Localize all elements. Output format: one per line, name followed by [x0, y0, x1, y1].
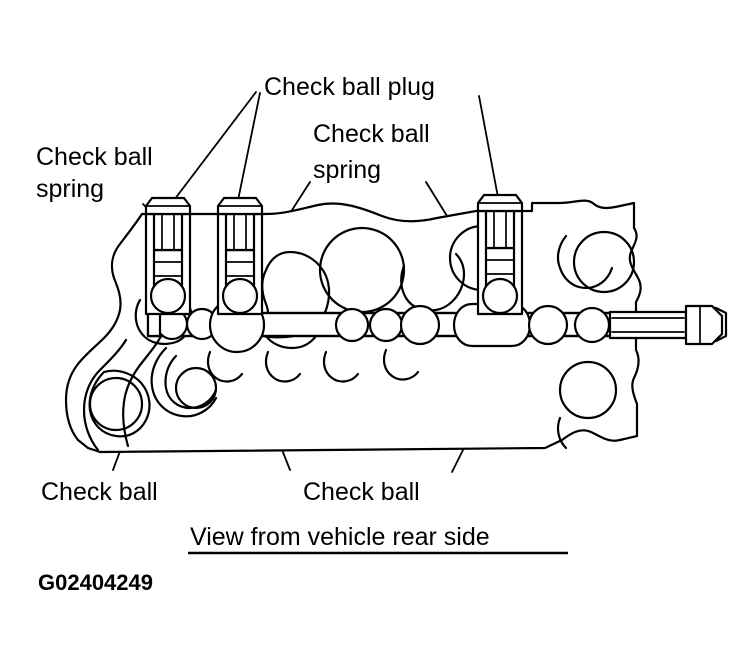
passage-center-cavity: [260, 250, 331, 339]
plug-head-right: [684, 304, 724, 346]
plug-shank-3: [484, 209, 516, 250]
label-check-ball-spring-left-line1: Check ball: [36, 143, 153, 171]
leader-check-ball-plug-b: [235, 92, 261, 211]
passage-bottom-lip-a: [206, 350, 244, 383]
passage-bottom-lip-d: [382, 348, 420, 381]
label-check-ball-lower-left: Check ball: [41, 478, 158, 506]
check-ball-1: [149, 277, 187, 315]
passage-bottom-lip-c: [322, 350, 360, 383]
check-ball-right-horizontal: [573, 306, 611, 344]
check-ball-chain-7: [527, 304, 569, 346]
check-ball-plug-assembly-3: [476, 193, 524, 316]
label-check-ball-plug: Check ball plug: [264, 73, 435, 101]
label-check-ball-spring-right-line1: Check ball: [313, 120, 430, 148]
passage-bottom-lip-b: [264, 350, 302, 383]
label-check-ball-spring-right-line2: spring: [313, 156, 381, 184]
plug-shank-2: [224, 212, 256, 252]
passage-right-lower-contour: [556, 416, 568, 450]
leader-check-ball-plug-c: [478, 95, 501, 209]
check-ball-plug-horizontal-right: [573, 304, 724, 346]
passage-center-cavity-lower-lip: [264, 334, 318, 350]
passage-lower-left-boss: [164, 354, 218, 410]
passage-left-lobe-inner: [82, 338, 128, 452]
channel-left-end: [146, 311, 162, 338]
leader-check-ball-plug-a: [164, 91, 257, 213]
callout-labels: Check ball plug Check ball spring Check …: [36, 73, 435, 506]
check-ball-chain-4: [334, 307, 370, 343]
bolt-hole-lower-mid: [174, 366, 218, 410]
figure-id: G02404249: [38, 570, 153, 595]
bolt-hole-left-lower: [88, 376, 144, 432]
caption-text: View from vehicle rear side: [190, 523, 490, 551]
check-ball-plug-assembly-2: [216, 196, 264, 316]
label-check-ball-spring-left-line2: spring: [36, 175, 104, 203]
check-ball-chain-5: [368, 307, 404, 343]
bolt-hole-right-lower: [558, 360, 618, 420]
passage-right-contour: [556, 234, 614, 290]
plug-shank-1: [152, 212, 184, 252]
check-ball-3: [481, 277, 519, 315]
bolt-hole-right-upper: [572, 230, 636, 294]
passage-center-right: [400, 252, 466, 312]
label-check-ball-lower-right: Check ball: [303, 478, 420, 506]
check-ball-chain-6: [399, 304, 441, 346]
passage-lower-left-boss-outer: [150, 346, 218, 418]
figure-caption: View from vehicle rear side: [188, 523, 568, 555]
check-ball-2: [221, 277, 259, 315]
check-ball-plug-assembly-1: [144, 196, 192, 316]
plug-shank-right: [608, 310, 688, 340]
